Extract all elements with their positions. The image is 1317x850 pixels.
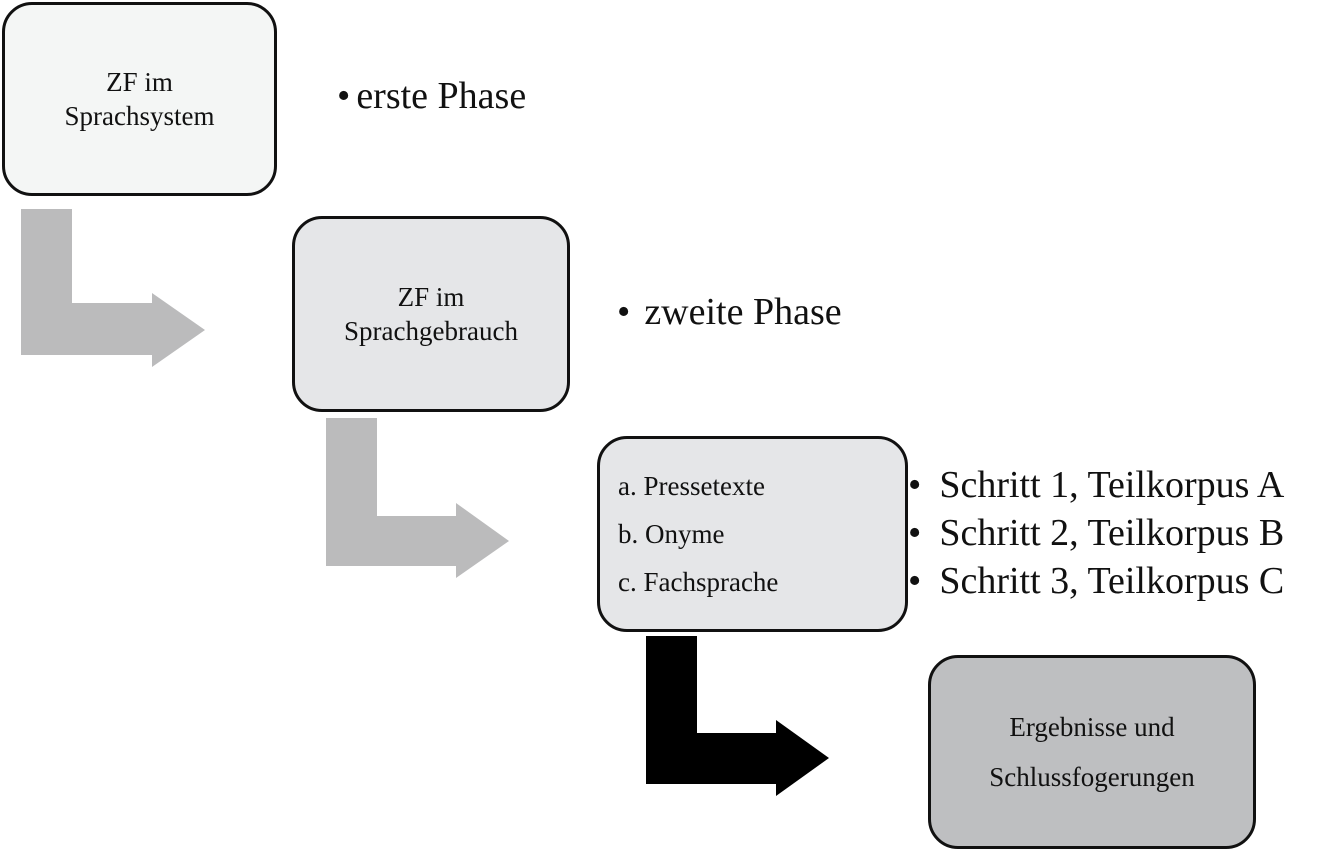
step-item-2: • Schritt 2, Teilkorpus B <box>908 509 1284 557</box>
bent-arrow-3 <box>646 636 829 796</box>
bent-arrow-1 <box>21 209 205 367</box>
phase-label-second: • zweite Phase <box>617 290 842 334</box>
bullet-icon: • <box>617 291 631 333</box>
step-item-3: • Schritt 3, Teilkorpus C <box>908 557 1284 605</box>
box-sprachsystem-line-2: Sprachsystem <box>64 101 215 131</box>
box-sprachgebrauch-line-1: ZF im <box>397 282 465 312</box>
bent-arrow-2 <box>326 418 509 578</box>
phase-label-first: •erste Phase <box>337 74 526 118</box>
step-item-1-text: Schritt 1, Teilkorpus A <box>939 464 1285 506</box>
box-results: Ergebnisse und Schlussfogerungen <box>928 655 1256 849</box>
corpus-item-a: a. Pressetexte <box>618 471 765 501</box>
corpus-item-b: b. Onyme <box>618 519 725 549</box>
bullet-icon: • <box>908 464 922 506</box>
step-item-2-text: Schritt 2, Teilkorpus B <box>939 512 1285 554</box>
corpus-item-c: c. Fachsprache <box>618 567 779 597</box>
bullet-icon: • <box>908 512 922 554</box>
step-item-1: • Schritt 1, Teilkorpus A <box>908 461 1284 509</box>
box-sprachgebrauch: ZF im Sprachgebrauch <box>292 216 570 412</box>
steps-list: • Schritt 1, Teilkorpus A • Schritt 2, Tei… <box>908 461 1284 605</box>
phase-label-first-text: erste Phase <box>356 75 527 117</box>
box-sprachsystem-line-1: ZF im <box>106 67 173 97</box>
step-item-3-text: Schritt 3, Teilkorpus C <box>939 560 1285 602</box>
box-corpora: a. Pressetexte b. Onyme c. Fachsprache <box>597 436 908 632</box>
bullet-icon: • <box>908 560 922 602</box>
bullet-icon: • <box>337 75 351 117</box>
box-results-line-2: Schlussfogerungen <box>989 762 1195 792</box>
box-results-line-1: Ergebnisse und <box>1009 712 1175 742</box>
phase-label-second-text: zweite Phase <box>644 291 842 333</box>
box-sprachgebrauch-line-2: Sprachgebrauch <box>344 316 518 346</box>
box-sprachsystem: ZF im Sprachsystem <box>2 2 277 196</box>
